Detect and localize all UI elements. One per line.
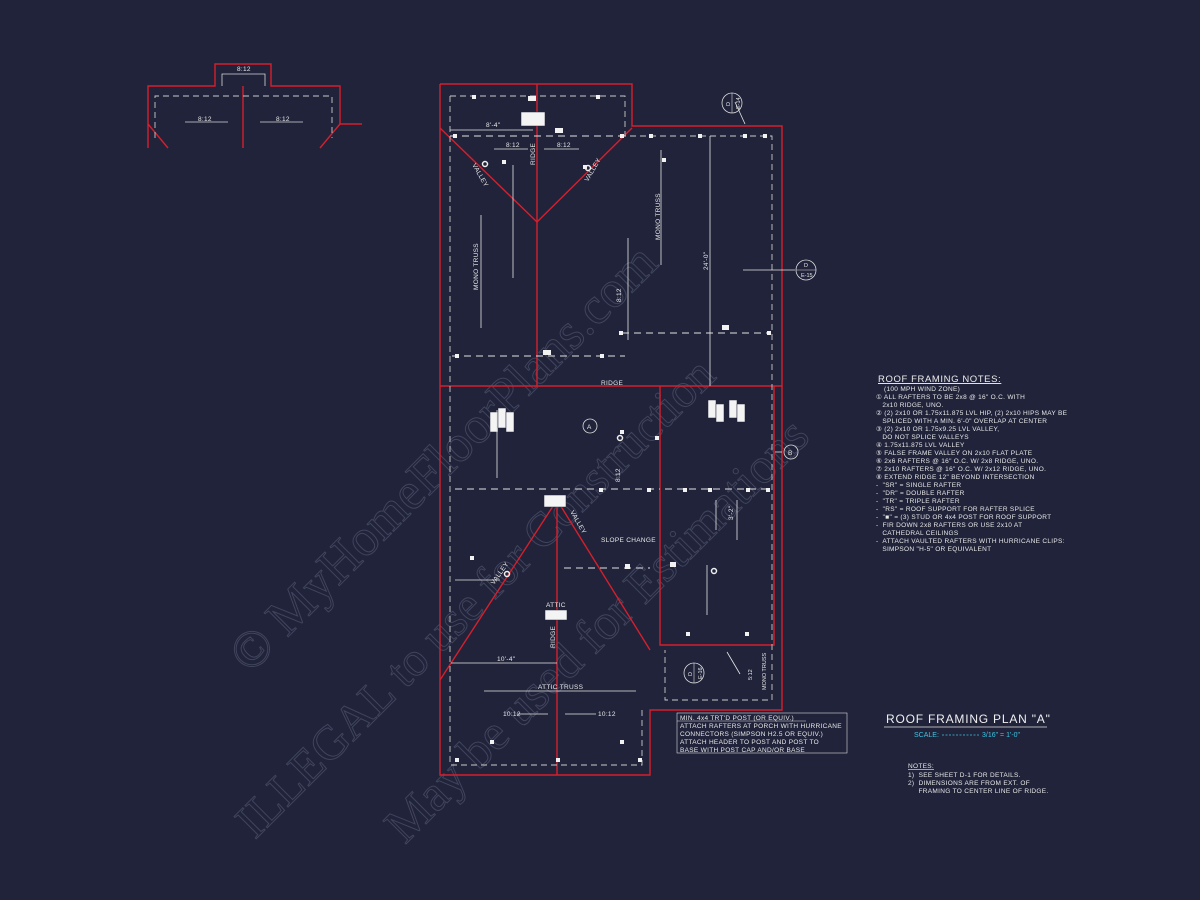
scale-value: 3/16" = 1'-0" xyxy=(982,732,1021,739)
bolt-symbols xyxy=(481,160,718,578)
section-marker-1-letter: D xyxy=(726,102,732,106)
framing-note-3: ② (2) 2x10 OR 1.75x11.875 LVL HIP, (2) 2… xyxy=(876,409,1068,417)
porch-note-line-4: ATTACH HEADER TO POST AND POST TO xyxy=(680,739,819,746)
plan-zone-b: B xyxy=(788,450,793,457)
porch-note-line-1: MIN. 4x4 TRT'D POST (OR EQUIV.) xyxy=(680,715,794,722)
framing-note-10: ⑦ 2x10 RAFTERS @ 16" O.C. W/ 2x12 RIDGE,… xyxy=(876,465,1046,473)
porch-note-line-2: ATTACH RAFTERS AT PORCH WITH HURRICANE xyxy=(680,723,842,730)
framing-note-1: ① ALL RAFTERS TO BE 2x8 @ 16" O.C. WITH xyxy=(876,393,1025,401)
watermark: © MyHomeFloorPlans.com ILLEGAL to use fo… xyxy=(218,233,820,854)
framing-note-15: - "RS" = ROOF SUPPORT FOR RAFTER SPLICE xyxy=(876,506,1035,513)
plan-slope-mid: 8:12 xyxy=(616,288,623,302)
section-marker-2-letter: D xyxy=(804,263,808,269)
plan-slope-right: 8:12 xyxy=(557,142,571,149)
plan-mono-truss-left: MONO TRUSS xyxy=(473,243,480,290)
plan-attic: ATTIC xyxy=(546,602,566,609)
roof-detail: 8:12 8:12 8:12 xyxy=(147,63,362,149)
plan-ridge-lower: RIDGE xyxy=(550,626,557,648)
framing-note-18: CATHEDRAL CEILINGS xyxy=(876,530,959,537)
plan-slope-small: 5:12 xyxy=(748,669,754,680)
plan-slope-br: 10:12 xyxy=(598,711,616,718)
framing-note-2: 2x10 RIDGE, UNO. xyxy=(876,402,943,409)
title-block: ROOF FRAMING PLAN "A" SCALE: 3/16" = 1'-… xyxy=(884,712,1051,739)
framing-note-6: DO NOT SPLICE VALLEYS xyxy=(876,434,969,441)
plan-ridge-top: RIDGE xyxy=(530,143,537,165)
framing-note-7: ④ 1.75x11.875 LVL VALLEY xyxy=(876,441,965,449)
porch-note: MIN. 4x4 TRT'D POST (OR EQUIV.) ATTACH R… xyxy=(676,712,848,754)
plan-ridge-main: RIDGE xyxy=(601,380,623,387)
framing-note-13: - "DR" = DOUBLE RAFTER xyxy=(876,490,965,497)
section-marker-1-sheet: E-14 xyxy=(736,97,742,109)
general-notes-title: NOTES: xyxy=(908,763,934,770)
framing-note-5: ③ (2) 2x10 OR 1.75x9.25 LVL VALLEY, xyxy=(876,425,999,433)
plan-mono-truss-small: MONO TRUSS xyxy=(762,652,768,690)
section-marker-1: D E-14 xyxy=(721,92,743,114)
plan-slope-change: SLOPE CHANGE xyxy=(601,537,656,544)
framing-note-12: - "SR" = SINGLE RAFTER xyxy=(876,482,961,489)
framing-note-14: - "TR" = TRIPLE RAFTER xyxy=(876,498,960,505)
span-lines xyxy=(450,101,795,715)
framing-note-8: ⑤ FALSE FRAME VALLEY ON 2x10 FLAT PLATE xyxy=(876,449,1033,457)
plan-dim-lower: 10'-4" xyxy=(497,656,516,663)
framing-note-9: ⑥ 2x6 RAFTERS @ 16" O.C. W/ 2x8 RIDGE, U… xyxy=(876,457,1038,465)
framing-note-19: - ATTACH VAULTED RAFTERS WITH HURRICANE … xyxy=(876,538,1065,545)
section-marker-3: D E-16 xyxy=(683,662,705,684)
blocking-symbols xyxy=(489,111,746,621)
detail-slope-left: 8:12 xyxy=(198,116,212,123)
framing-notes: ROOF FRAMING NOTES: (100 MPH WIND ZONE) … xyxy=(876,374,1068,553)
plan-dim-right-mid: 3'-2" xyxy=(728,505,735,520)
detail-slope-top: 8:12 xyxy=(237,66,251,73)
scale-label: SCALE: xyxy=(914,732,939,739)
plan-slope-bl: 10:12 xyxy=(503,711,521,718)
general-notes: NOTES: 1) SEE SHEET D-1 FOR DETAILS. 2) … xyxy=(908,763,1049,795)
plan-slope-left: 8:12 xyxy=(506,142,520,149)
plan-zone-a: A xyxy=(587,424,592,431)
plan-dim-vertical: 24'-0" xyxy=(703,251,710,270)
framing-note-17: - FIR DOWN 2x8 RAFTERS OR USE 2x10 AT xyxy=(876,522,1022,529)
section-marker-3-sheet: E-16 xyxy=(698,667,704,679)
framing-notes-title: ROOF FRAMING NOTES: xyxy=(878,374,1001,385)
plan-slope-center: 8:12 xyxy=(615,468,622,482)
posts xyxy=(453,95,771,762)
plan-title: ROOF FRAMING PLAN "A" xyxy=(886,712,1051,726)
plan-mono-truss-right: MONO TRUSS xyxy=(655,193,662,240)
general-note-2: 2) DIMENSIONS ARE FROM EXT. OF xyxy=(908,780,1030,787)
section-marker-2-sheet: E-15 xyxy=(801,273,813,279)
framing-note-11: ⑧ EXTEND RIDGE 12" BEYOND INTERSECTION xyxy=(876,473,1035,481)
general-note-3: FRAMING TO CENTER LINE OF RIDGE. xyxy=(908,788,1049,795)
general-note-1: 1) SEE SHEET D-1 FOR DETAILS. xyxy=(908,772,1021,779)
framing-notes-subtitle: (100 MPH WIND ZONE) xyxy=(884,386,960,393)
porch-note-line-5: BASE WITH POST CAP AND/OR BASE xyxy=(680,747,805,754)
detail-slope-right: 8:12 xyxy=(276,116,290,123)
porch-note-line-3: CONNECTORS (SIMPSON H2.5 OR EQUIV.) xyxy=(680,731,823,738)
section-marker-2: D E-15 xyxy=(795,259,817,281)
plan-attic-truss: ATTIC TRUSS xyxy=(538,684,584,691)
roof-plan: 8'-4" 8:12 8:12 RIDGE VALLEY VALLEY MONO… xyxy=(439,83,817,776)
section-marker-3-letter: D xyxy=(688,672,694,676)
framing-note-16: - "■" = (3) STUD OR 4x4 POST FOR ROOF SU… xyxy=(876,514,1051,521)
framing-note-4: SPLICED WITH A MIN. 6'-0" OVERLAP AT CEN… xyxy=(876,418,1047,425)
framing-note-20: SIMPSON "H-5" OR EQUIVALENT xyxy=(876,546,991,553)
plan-dim-top: 8'-4" xyxy=(486,122,501,129)
